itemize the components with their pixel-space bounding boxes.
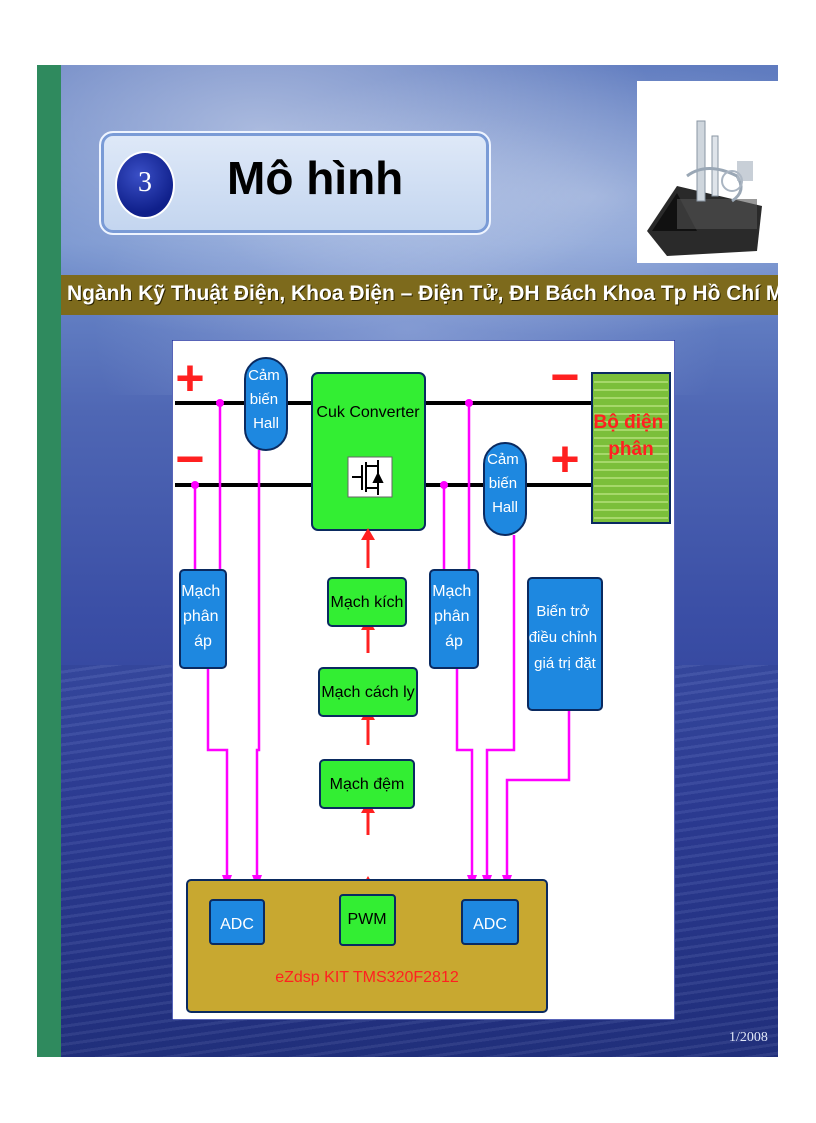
kit-label: eZdsp KIT TMS320F2812 <box>275 969 459 986</box>
hall1-line1: Cảm <box>248 367 280 384</box>
cuk-label: Cuk Converter <box>316 404 420 421</box>
div2-line2: phân <box>434 608 470 625</box>
hall2-line2: biến <box>489 475 517 492</box>
div2-line1: Mạch <box>432 583 471 600</box>
hall2-line1: Cảm <box>487 451 519 468</box>
subtitle-bar: Ngành Kỹ Thuật Điện, Khoa Điện – Điện Tử… <box>61 275 778 315</box>
hall1-line3: Hall <box>253 415 279 432</box>
buffer-circuit-box <box>319 759 415 809</box>
slide-date: 1/2008 <box>729 1030 768 1045</box>
pot-line1: Biến trở <box>536 603 589 620</box>
hall-sensor-2 <box>483 442 527 536</box>
junction-dots <box>191 399 473 489</box>
plus-right: + <box>550 431 579 487</box>
driver-label: Mạch kích <box>331 594 404 611</box>
system-block-diagram: + − − + Cảm biến Hall Cuk Converter Cảm <box>172 340 675 1020</box>
isolation-circuit-box <box>318 667 418 717</box>
adc2-label: ADC <box>473 916 507 933</box>
svg-text:Cảm biến Hall: Cảm biến Hall <box>248 367 284 432</box>
slide-title: Mô hình <box>227 152 404 204</box>
pot-line3: giá trị đặt <box>534 655 597 672</box>
adc-2 <box>461 899 519 945</box>
svg-text:Mạch phân áp: Mạch phân áp <box>181 583 225 650</box>
voltage-divider-2 <box>429 569 479 669</box>
slide: 3 Mô hình Ngành Kỹ Thuật Điện, Khoa Điện… <box>37 65 778 1057</box>
svg-text:Biến trở điều chỉnh: Biến trở điều chỉnh giá trị đặt <box>529 603 602 672</box>
pwm-block <box>339 894 396 946</box>
hall1-line2: biến <box>250 391 278 408</box>
load-line1: Bộ điện <box>594 412 664 433</box>
voltage-divider-1 <box>179 569 227 669</box>
driver-circuit-box <box>327 577 407 627</box>
subtitle: Ngành Kỹ Thuật Điện, Khoa Điện – Điện Tử… <box>67 282 778 305</box>
hall-sensor-1 <box>244 357 288 451</box>
electrolysis-apparatus-photo <box>637 81 778 263</box>
div1-line2: phân <box>183 608 219 625</box>
minus-left: − <box>175 431 204 487</box>
adc-1 <box>209 899 265 945</box>
section-number-badge: 3 <box>115 151 175 219</box>
hall2-line3: Hall <box>492 499 518 516</box>
div1-line3: áp <box>194 633 212 650</box>
left-accent-bar <box>37 65 61 1057</box>
plus-left: + <box>175 350 204 406</box>
svg-text:Cảm biến Hall: Cảm biến Hall <box>487 451 523 516</box>
pot-line2: điều chỉnh <box>529 629 597 646</box>
load-line2: phân <box>608 439 653 460</box>
mosfet-icon <box>347 456 393 498</box>
isolation-label: Mạch cách ly <box>321 684 414 701</box>
minus-right: − <box>550 349 579 405</box>
signal-wires <box>193 403 571 880</box>
setpoint-potentiometer <box>527 577 603 711</box>
div2-line3: áp <box>445 633 463 650</box>
pwm-label: PWM <box>347 911 386 928</box>
buffer-label: Mạch đệm <box>330 776 405 793</box>
div1-line1: Mạch <box>181 583 220 600</box>
svg-text:Mạch phân áp: Mạch phân áp <box>432 583 476 650</box>
cuk-converter-box <box>311 372 426 531</box>
svg-text:Bộ điện phân: Bộ điện phân <box>594 412 669 460</box>
title-box: 3 Mô hình <box>99 131 491 235</box>
adc1-label: ADC <box>220 916 254 933</box>
section-number: 3 <box>138 167 152 198</box>
